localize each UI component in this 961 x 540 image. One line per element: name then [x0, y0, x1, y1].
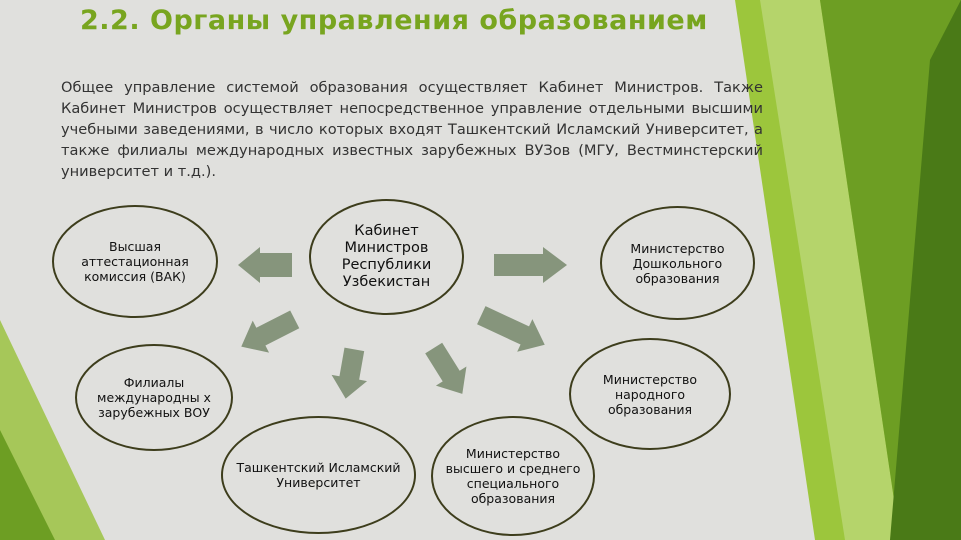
- node-cabinet-label: Кабинет Министров Республики Узбекистан: [341, 223, 432, 290]
- node-cabinet: Кабинет Министров Республики Узбекистан: [309, 199, 464, 315]
- node-mdo-label: Министерство Дошкольного образования: [630, 240, 725, 286]
- page-title: 2.2. Органы управления образованием: [80, 5, 708, 36]
- arrow-to-mdo: [494, 247, 567, 283]
- arrow-to-mvsso: [425, 342, 467, 394]
- node-tiu: Ташкентский Исламский Университет: [221, 416, 416, 534]
- arrow-to-mno: [477, 306, 545, 352]
- node-tiu-label: Ташкентский Исламский Университет: [236, 460, 401, 490]
- stripe-left-dark: [0, 430, 55, 540]
- node-vak-label: Высшая аттестационная комиссия (ВАК): [81, 239, 189, 284]
- intro-paragraph: Общее управление системой образования ос…: [61, 79, 763, 180]
- node-mno-label: Министерство народного образования: [602, 371, 698, 417]
- stripe-right-dark: [890, 0, 961, 540]
- arrows: [238, 247, 567, 399]
- node-mno: Министерство народного образования: [569, 338, 731, 450]
- node-mvsso: Министерство высшего и среднего специаль…: [431, 416, 595, 536]
- stripe-right-highlight: [760, 0, 900, 540]
- arrow-to-vak: [238, 247, 292, 283]
- node-mvsso-label: Министерство высшего и среднего специаль…: [445, 446, 581, 506]
- node-vak: Высшая аттестационная комиссия (ВАК): [52, 205, 218, 318]
- node-mdo: Министерство Дошкольного образования: [600, 206, 755, 320]
- arrow-to-filialy: [241, 310, 300, 353]
- node-filialy: Филиалы международны х зарубежных ВОУ: [75, 344, 233, 451]
- node-filialy-label: Филиалы международны х зарубежных ВОУ: [97, 375, 211, 420]
- arrow-to-tiu: [331, 347, 368, 399]
